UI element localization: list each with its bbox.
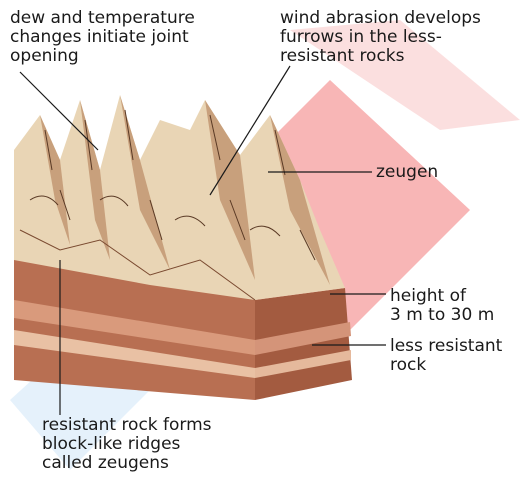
label-joint-opening: dew and temperature changes initiate joi… (10, 9, 195, 66)
label-less-resistant: less resistant rock (390, 337, 502, 375)
label-resistant-rock: resistant rock forms block-like ridges c… (42, 416, 212, 473)
label-zeugen: zeugen (376, 163, 438, 182)
label-wind-abrasion: wind abrasion develops furrows in the le… (280, 9, 481, 66)
label-height: height of 3 m to 30 m (390, 287, 494, 325)
